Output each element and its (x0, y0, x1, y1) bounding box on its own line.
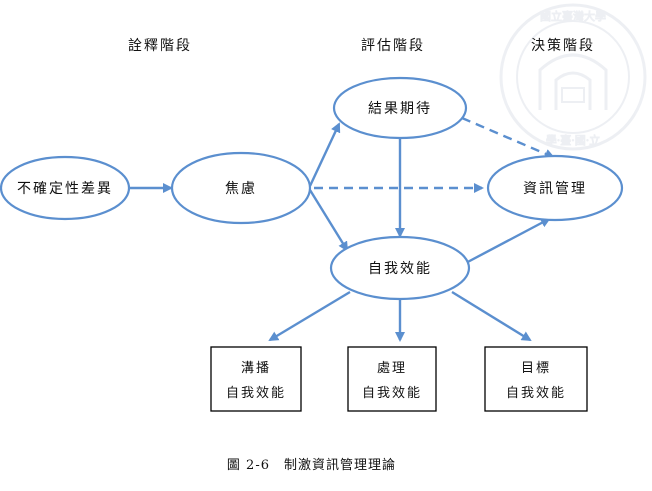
node-label-efficacy: 自我效能 (368, 261, 432, 277)
box-title-communication: 溝播 (241, 361, 271, 376)
seal-lettering-top: 國立臺灣大學 (540, 9, 606, 23)
box-subtitle-communication: 自我效能 (226, 386, 286, 401)
node-label-outcome: 結果期待 (368, 101, 432, 117)
figure-caption: 圖 2-6 制激資訊管理理論 (227, 457, 396, 473)
stage-label-decision: 決策階段 (531, 37, 595, 54)
stage-label-evaluation: 評估階段 (361, 38, 425, 54)
node-information-management: 資訊管理 (486, 154, 624, 222)
arrow-anxiety-to-outcome (308, 122, 341, 187)
box-coping-efficacy: 處理 自我效能 (347, 346, 437, 412)
arrow-anxiety-to-efficacy (308, 189, 349, 252)
seal-lettering-bottom: 學·臺·國·立 (546, 133, 601, 147)
arrow-efficacy-to-communication (268, 290, 351, 342)
node-label-uncertainty: 不確定性差異 (17, 181, 113, 197)
box-communication-efficacy: 溝播 自我效能 (210, 346, 302, 412)
caption-figure-number: 圖 2-6 (227, 458, 270, 473)
node-anxiety: 焦慮 (170, 151, 312, 225)
arrow-efficacy-to-info (461, 217, 551, 267)
box-title-coping: 處理 (377, 361, 407, 376)
diagram-arrows (130, 116, 555, 342)
node-label-info-management: 資訊管理 (523, 181, 587, 197)
dashed-arrow-outcome-to-info (461, 116, 555, 159)
arrow-efficacy-to-target (451, 290, 532, 342)
node-uncertainty-discrepancy: 不確定性差異 (0, 155, 131, 221)
node-self-efficacy: 自我效能 (329, 235, 471, 301)
box-subtitle-coping: 自我效能 (362, 386, 422, 401)
node-outcome-expectancy: 結果期待 (332, 76, 468, 140)
box-subtitle-target: 自我效能 (506, 386, 566, 401)
caption-title: 制激資訊管理理論 (284, 457, 396, 473)
box-title-target: 目標 (521, 361, 551, 376)
node-label-anxiety: 焦慮 (225, 181, 257, 197)
university-seal-watermark: 國立臺灣大學 學·臺·國·立 (499, 3, 647, 151)
stage-label-interpretation: 詮釋階段 (128, 38, 192, 54)
box-target-efficacy: 目標 自我效能 (484, 346, 588, 412)
